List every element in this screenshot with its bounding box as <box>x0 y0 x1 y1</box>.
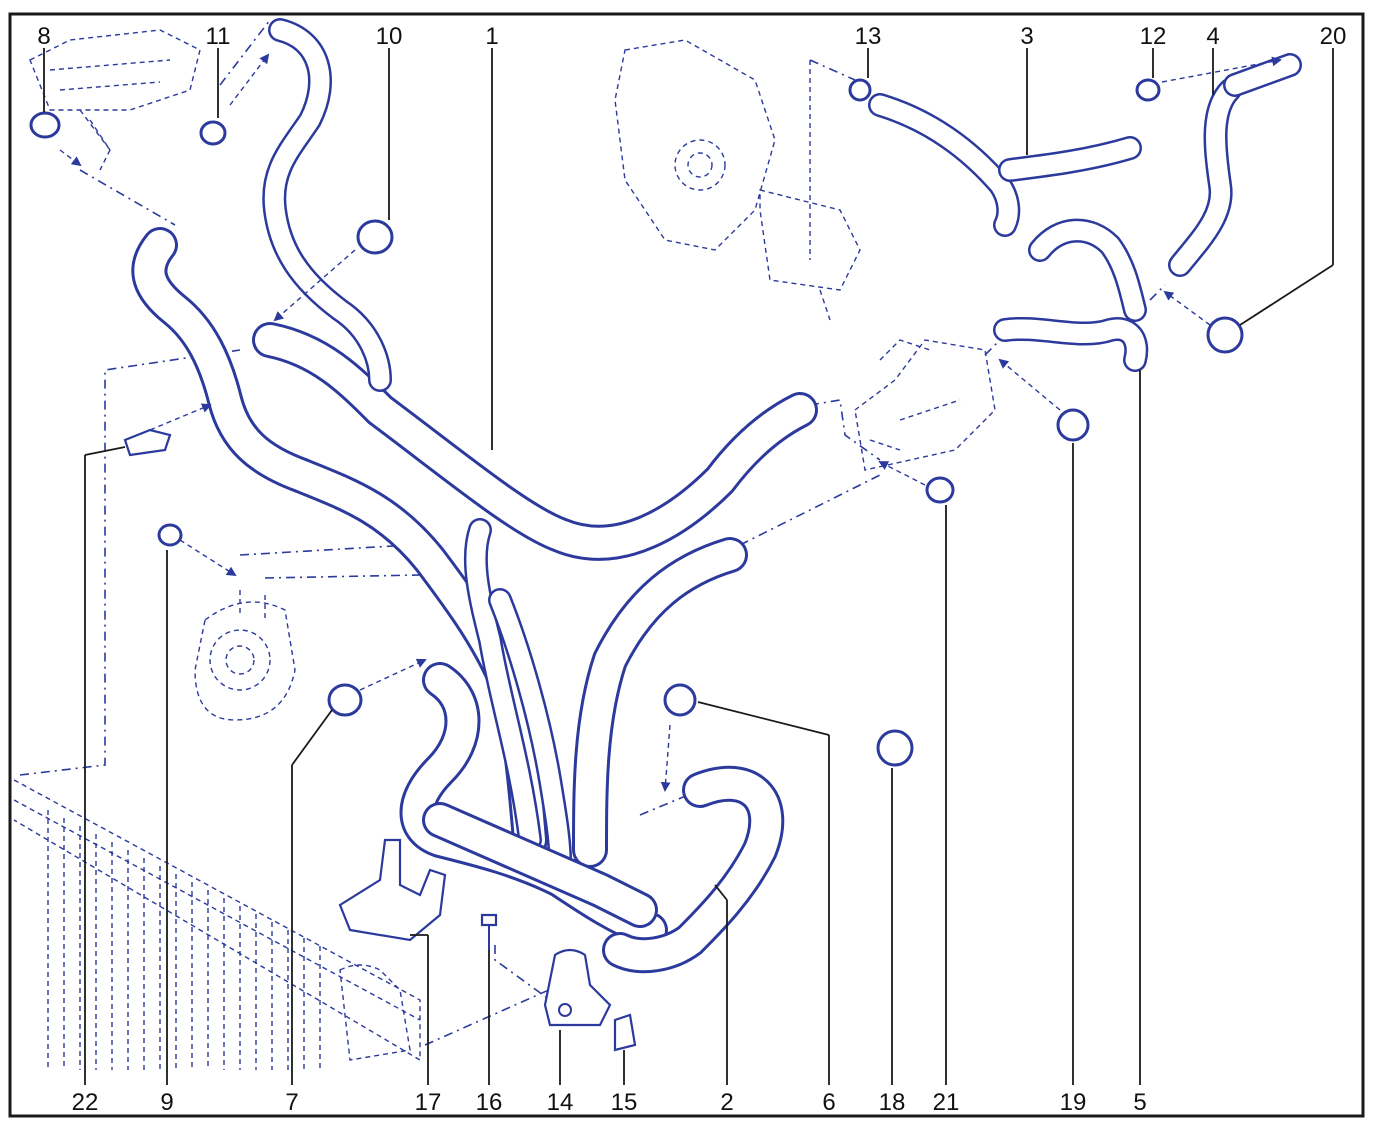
callout-6: 6 <box>822 1089 835 1116</box>
callout-18: 18 <box>879 1089 906 1116</box>
callout-20: 20 <box>1320 23 1347 50</box>
bracket-15 <box>613 1013 637 1052</box>
hose-4-vertical-right <box>1168 53 1302 277</box>
callout-2: 2 <box>720 1089 733 1116</box>
heater-core-upper-left <box>29 29 201 171</box>
engine-block-upper-center <box>614 39 861 321</box>
clamp-21 <box>925 476 955 504</box>
callout-5: 5 <box>1133 1089 1146 1116</box>
callout-16: 16 <box>476 1089 503 1116</box>
clamp-8 <box>29 111 61 139</box>
diagram-frame <box>8 12 1365 1118</box>
leader-lines <box>43 48 1334 1085</box>
oil-cooler <box>194 590 296 721</box>
clamp-20 <box>1206 316 1244 354</box>
hose-1-main <box>252 322 818 561</box>
hose-right-center <box>572 537 748 868</box>
callout-22: 22 <box>72 1089 99 1116</box>
clamp-18 <box>876 729 914 767</box>
callout-21: 21 <box>933 1089 960 1116</box>
hose-2-bracket <box>602 765 785 974</box>
hose-upper-left-s <box>262 18 392 392</box>
bolt-16 <box>480 913 498 950</box>
clamp-7 <box>327 683 363 717</box>
clamp-10 <box>356 219 394 255</box>
callout-13: 13 <box>855 23 882 50</box>
bracket-22 <box>123 428 172 457</box>
callout-9: 9 <box>160 1089 173 1116</box>
callout-7: 7 <box>285 1089 298 1116</box>
clamp-6 <box>663 683 697 717</box>
callout-3: 3 <box>1020 23 1033 50</box>
thermostat-housing <box>854 339 996 471</box>
callout-1: 1 <box>485 23 498 50</box>
assembly-lines <box>19 19 1166 1046</box>
clamp-13 <box>848 78 872 102</box>
hose-5-right-tee <box>993 218 1149 372</box>
callout-12: 12 <box>1140 23 1167 50</box>
radiator <box>13 779 421 1070</box>
clamp-9 <box>157 523 183 547</box>
callout-17: 17 <box>415 1089 442 1116</box>
callout-14: 14 <box>547 1089 574 1116</box>
hose-3-upper-right <box>868 93 1142 237</box>
callout-15: 15 <box>611 1089 638 1116</box>
callout-11: 11 <box>206 23 231 50</box>
bracket-14 <box>543 948 612 1027</box>
clamp-19 <box>1056 408 1090 442</box>
hose-lower-manifold <box>422 802 658 928</box>
callout-4: 4 <box>1206 23 1219 50</box>
clamp-11 <box>199 120 227 146</box>
bracket-17 <box>338 838 447 942</box>
callout-19: 19 <box>1060 1089 1087 1116</box>
callout-10: 10 <box>376 23 403 50</box>
callout-8: 8 <box>37 23 50 50</box>
hose-center-vertical <box>463 518 572 872</box>
assembly-arrows <box>59 53 1282 792</box>
clamp-12 <box>1135 78 1161 102</box>
